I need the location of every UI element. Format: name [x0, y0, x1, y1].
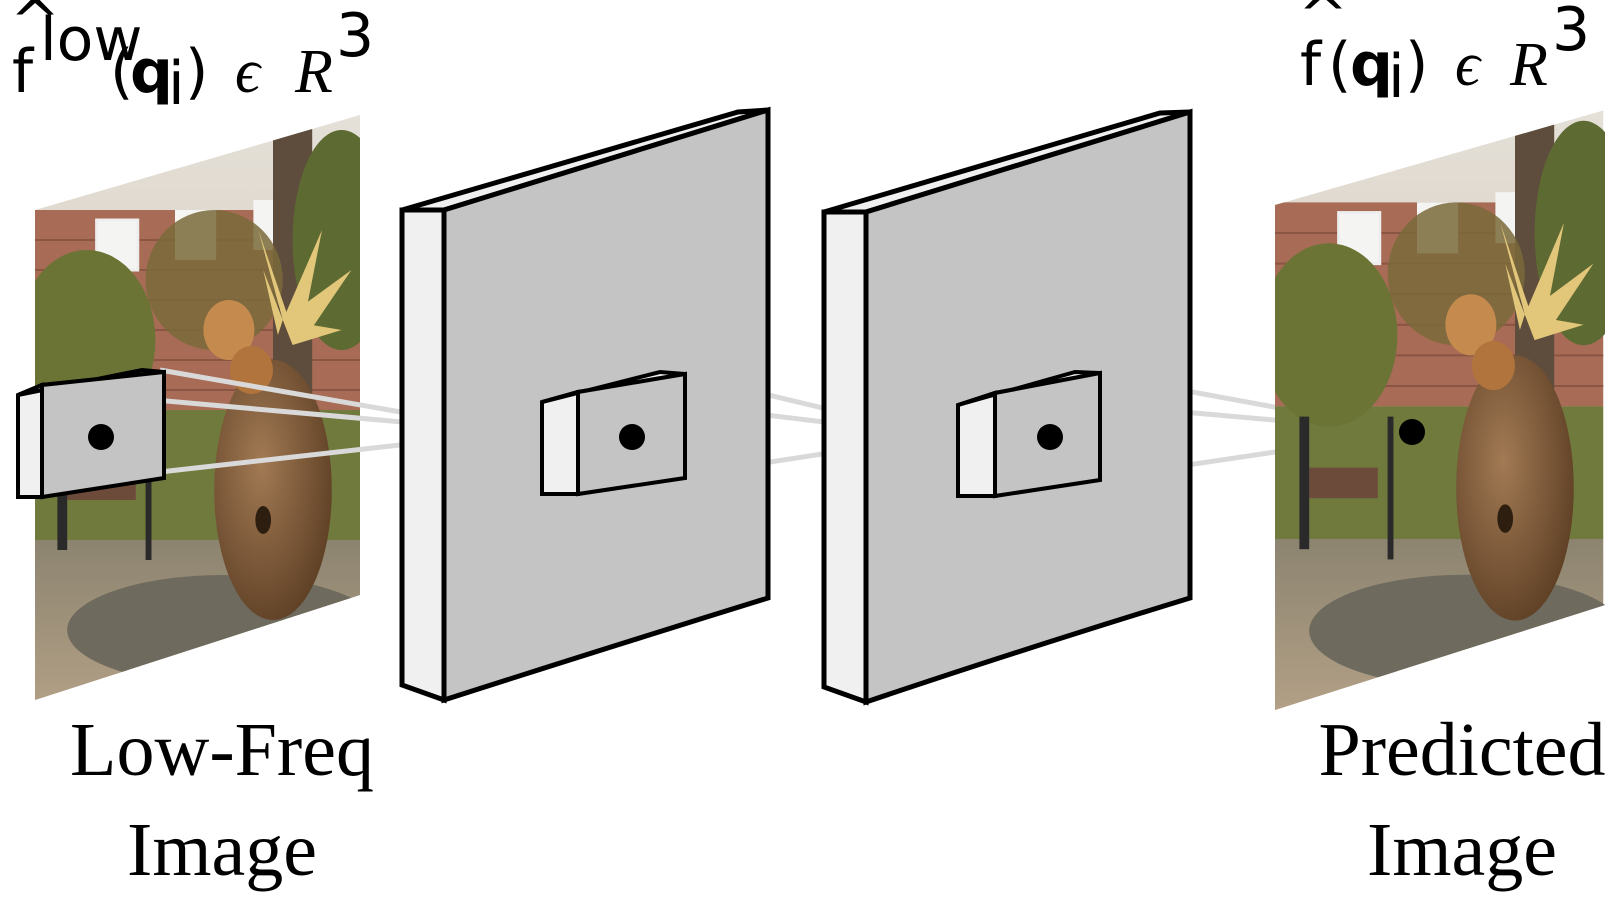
svg-text:3: 3: [336, 1, 374, 71]
svg-text:Image: Image: [127, 808, 317, 892]
input-query-patch: [16, 367, 166, 500]
slab-2-patch: [956, 369, 1102, 499]
svg-text:f: f: [1300, 30, 1323, 100]
output-caption: Predicted Image: [1318, 708, 1605, 892]
input-caption: Low-Freq Image: [70, 708, 374, 892]
svg-text:ϵ: ϵ: [1455, 31, 1482, 99]
svg-text:(: (: [110, 37, 133, 107]
svg-text:(: (: [1328, 30, 1351, 100]
svg-text:Image: Image: [1367, 808, 1557, 892]
svg-text:^: ^: [1298, 0, 1348, 51]
svg-text:i: i: [168, 49, 185, 119]
feature-slab-1: [399, 106, 771, 704]
svg-text:R: R: [1509, 31, 1548, 99]
feature-slab-2: [821, 108, 1193, 706]
svg-text:ϵ: ϵ: [235, 38, 262, 106]
output-image: [1275, 110, 1605, 710]
svg-text:q: q: [1350, 30, 1393, 100]
svg-text:3: 3: [1552, 0, 1590, 65]
query-point: [88, 424, 114, 450]
slab-1-patch: [540, 369, 687, 497]
svg-text:Low-Freq: Low-Freq: [70, 708, 374, 792]
slab-2-point: [1037, 424, 1063, 450]
svg-text:i: i: [1388, 42, 1405, 112]
svg-text:Predicted: Predicted: [1318, 708, 1605, 792]
output-query-point: [1399, 419, 1425, 445]
svg-text:R: R: [294, 38, 333, 106]
svg-text:): ): [185, 37, 208, 107]
svg-text:^: ^: [10, 0, 60, 57]
slab-1-point: [619, 424, 645, 450]
svg-text:): ): [1405, 30, 1428, 100]
svg-text:f: f: [12, 37, 35, 107]
svg-text:low: low: [40, 5, 142, 75]
svg-text:q: q: [130, 37, 173, 107]
input-feature-label: f ^ low ( q i ) ϵ R 3: [10, 0, 374, 119]
output-feature-label: f ^ ( q i ) ϵ R 3: [1298, 0, 1590, 112]
